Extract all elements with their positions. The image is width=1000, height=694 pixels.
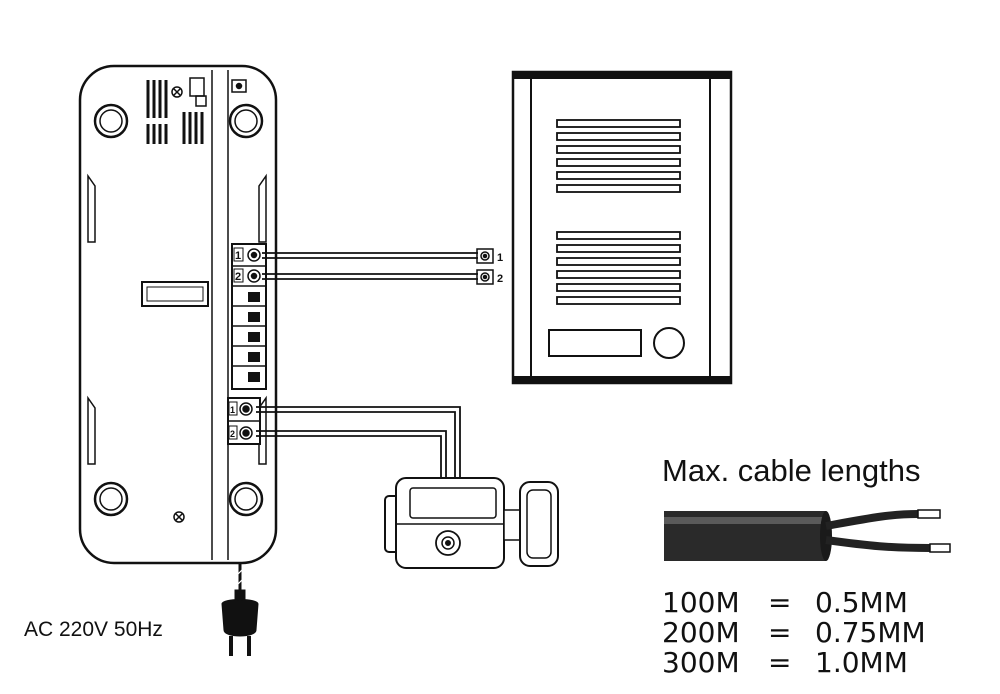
spec-size: 0.5MM [815,586,908,619]
spec-size: 0.75MM [815,616,926,649]
mounting-hole-icon [93,103,129,139]
speaker-grille [556,119,681,305]
mounting-hole-icon [93,481,129,517]
monitor-terminal-2-label: 2 [235,271,241,283]
spec-equals: = [768,646,791,679]
monitor-terminal-1-label: 1 [235,250,241,262]
spec-length: 100M [662,586,740,619]
screw-icon [173,511,185,523]
spec-length: 200M [662,616,740,649]
spec-equals: = [768,586,791,619]
call-button-icon [653,327,685,359]
outdoor-door-station [511,70,733,385]
lock-cylinder-icon [435,530,461,556]
doorstation-terminal-2-label: 2 [497,273,503,285]
mounting-hole-icon [228,481,264,517]
power-supply-label: AC 220V 50Hz [24,618,163,641]
mounting-hole-icon [228,103,264,139]
lock-wire-2 [256,430,447,478]
lock-wire-1 [256,406,461,478]
doorstation-terminal-1-label: 1 [497,252,503,264]
vent-grille [146,80,204,144]
spec-size: 1.0MM [815,646,908,679]
cable-spec-table: 100M = 0.5MM 200M = 0.75MM 300M = 1.0MM [662,586,926,679]
name-plate [548,329,642,357]
monitor-terminal-block [231,243,267,390]
spec-length: 300M [662,646,740,679]
cable-lengths-title: Max. cable lengths [662,453,920,488]
lock-terminal-1-label: 1 [230,405,235,415]
cable-icon [664,509,951,561]
wiring [256,252,478,478]
screw-icon [171,86,183,98]
lock-terminal-block [227,397,261,445]
indoor-monitor [78,64,278,565]
electric-lock [384,477,559,569]
spec-equals: = [768,616,791,649]
doorstation-terminals [476,248,494,285]
lock-terminal-2-label: 2 [230,429,235,439]
power-plug-icon [221,563,259,656]
